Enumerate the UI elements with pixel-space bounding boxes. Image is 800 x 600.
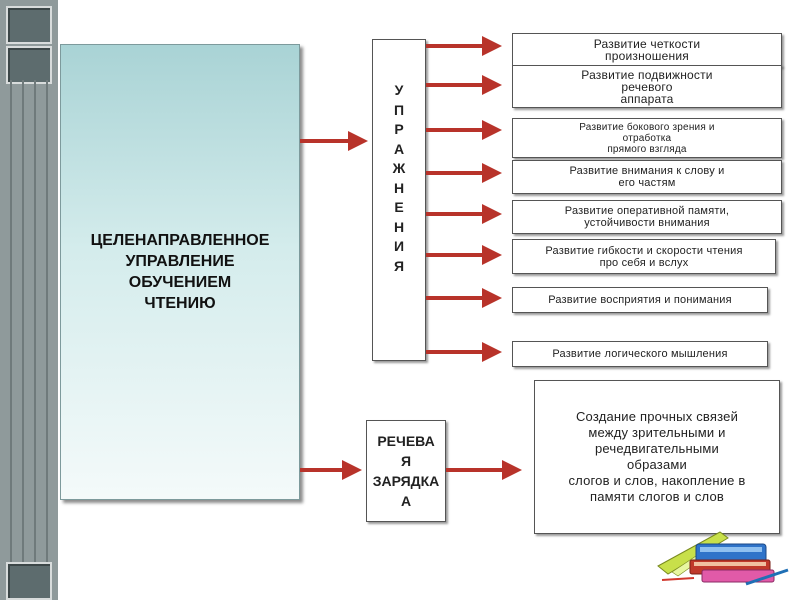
books-illustration-icon xyxy=(650,526,790,588)
